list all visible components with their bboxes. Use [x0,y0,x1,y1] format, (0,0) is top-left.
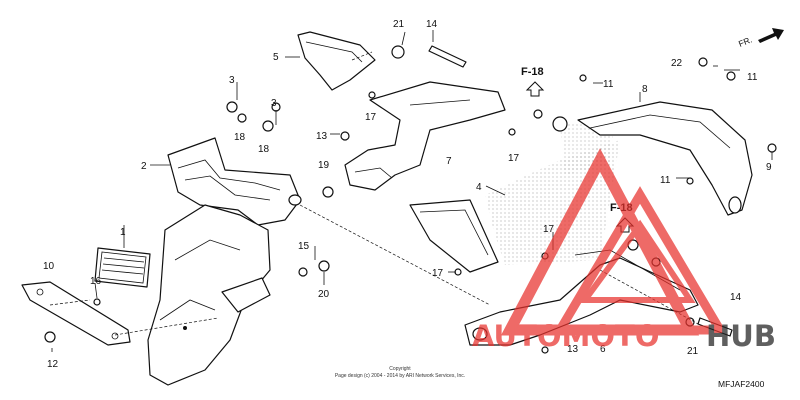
callout-18: 18 [258,144,270,155]
callout-14: 14 [426,19,438,30]
part-8-rear-cowl [577,101,753,216]
part-5-seat-cowl-panel [297,31,376,91]
callout-17: 17 [543,224,555,235]
callout-15: 15 [298,241,310,252]
front-direction-arrow: FR. [737,28,784,49]
callout-2: 2 [141,161,147,172]
part-7-bracket [344,81,506,191]
callout-7: 7 [446,156,452,167]
callout-18: 18 [234,132,246,143]
callout-17: 17 [508,153,520,164]
part-10-license-bracket [21,281,131,346]
callout-13: 13 [567,344,579,355]
callout-12: 12 [47,359,59,370]
callout-3: 3 [271,98,277,109]
callout-3: 3 [229,75,235,86]
frame-ref-upper: F-18 [521,66,545,97]
callout-20: 20 [318,289,330,300]
callout-13: 13 [316,131,328,142]
callout-4: 4 [476,182,482,193]
direction-label: FR. [737,34,753,48]
part-2-rear-fender-upper [167,137,302,226]
callout-8: 8 [642,84,648,95]
frame-ref-label: F-18 [521,66,544,78]
callout-6: 6 [600,344,606,355]
callout-11: 11 [747,72,758,83]
copyright-notice: Page design (c) 2004 - 2014 by ARI Netwo… [335,373,465,379]
callout-21: 21 [687,346,699,357]
callout-numbers: 1 2 3 3 4 5 6 7 8 9 10 11 11 11 12 13 13… [43,19,772,370]
callout-1: 1 [120,227,126,238]
part-1-reflector [94,247,151,288]
callout-5: 5 [273,52,279,63]
watermark-text-red: AUTOMOTO [472,319,659,353]
part-4-side-cover [409,199,499,273]
callout-10: 10 [43,261,55,272]
callout-14: 14 [730,292,742,303]
automotohub-watermark-logo: AUTOMOTO HUB [472,148,776,353]
callout-22: 22 [671,58,683,69]
watermark-text-dark: HUB [706,319,776,353]
rear-fender-lower [147,204,271,386]
callout-19: 19 [318,160,330,171]
diagram-code: MFJAF2400 [718,379,765,389]
callout-17: 17 [432,268,444,279]
callout-16: 16 [90,276,102,287]
callout-11: 11 [603,79,614,90]
callout-21: 21 [393,19,405,30]
callout-9: 9 [766,162,772,173]
body-shading [485,140,620,265]
callout-17: 17 [365,112,377,123]
callout-11: 11 [660,175,671,186]
copyright-title: Copyright [389,366,411,372]
